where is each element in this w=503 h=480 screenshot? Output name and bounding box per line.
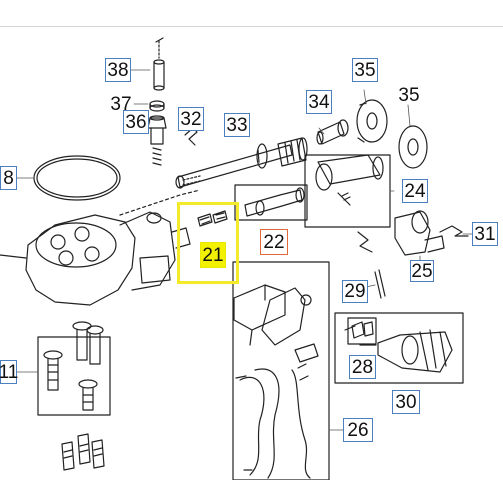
callout-26[interactable]: 26	[343, 418, 373, 442]
callout-30[interactable]: 30	[392, 390, 420, 414]
part-26-box	[232, 261, 330, 480]
callout-32[interactable]: 32	[178, 107, 204, 131]
callout-33[interactable]: 33	[224, 113, 250, 137]
callout-37[interactable]: 37	[110, 93, 132, 115]
callout-22[interactable]: 22	[260, 229, 288, 255]
loose-plungers	[72, 321, 104, 365]
part-11-box	[37, 336, 111, 416]
callout-11[interactable]: 11	[0, 360, 19, 384]
callout-38[interactable]: 38	[105, 58, 131, 82]
callout-8[interactable]: 8	[0, 166, 17, 190]
part-36-valve	[147, 115, 167, 166]
pump-body	[0, 189, 201, 306]
callout-28[interactable]: 28	[349, 355, 376, 379]
part-25-fitting	[394, 210, 445, 256]
part-34-fitting	[316, 119, 349, 145]
part-31-clip	[439, 225, 469, 237]
bottom-valves	[61, 433, 105, 471]
part-22-box	[234, 184, 308, 221]
callout-21[interactable]: 21	[200, 242, 226, 268]
part-37-washer	[149, 100, 165, 112]
part-24-box	[304, 154, 391, 228]
callout-34[interactable]: 34	[306, 90, 332, 114]
callout-31[interactable]: 31	[472, 222, 498, 246]
highlight-frame-21	[177, 202, 239, 284]
part-30-box	[334, 312, 464, 384]
part-38-rod	[153, 37, 165, 91]
callout-24[interactable]: 24	[402, 179, 428, 203]
part-28-box	[347, 317, 377, 345]
part-21-screws	[197, 210, 228, 227]
callout-35-b[interactable]: 35	[398, 84, 420, 106]
callout-35-a[interactable]: 35	[352, 58, 378, 82]
top-rule	[0, 26, 503, 27]
part-33-shaft	[175, 137, 308, 189]
part-35-ring-b	[398, 125, 428, 169]
callout-36[interactable]: 36	[123, 110, 149, 134]
part-29-pin	[374, 269, 386, 299]
clip-near-22	[357, 231, 373, 253]
callout-25[interactable]: 25	[410, 260, 434, 282]
part-35-ring-a	[356, 99, 388, 143]
callout-29[interactable]: 29	[342, 280, 368, 303]
part-8-oring	[33, 155, 121, 201]
